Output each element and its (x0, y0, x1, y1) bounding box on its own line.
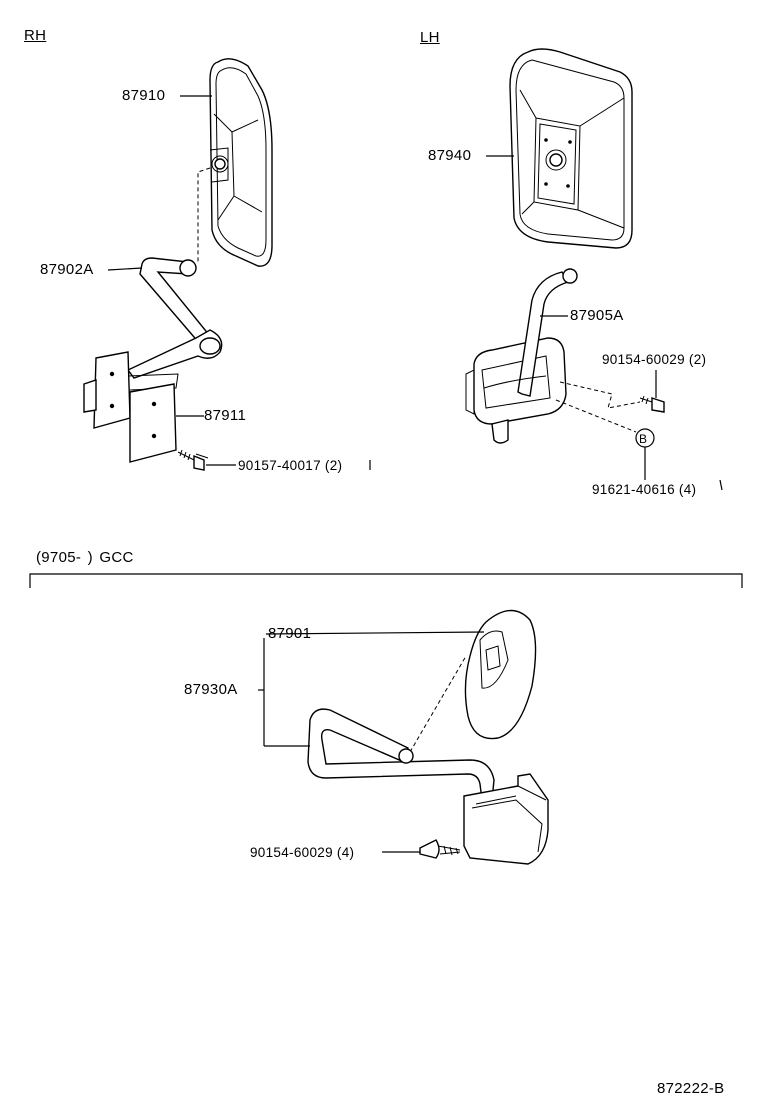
lh-mirror-head-87940 (509, 48, 633, 249)
part-label-90157-40017: 90157-40017 (2) (238, 458, 343, 473)
figure-id: 872222-B (657, 1080, 725, 1097)
gcc-dashed-line (409, 655, 467, 753)
part-label-90154-60029-gcc: 90154-60029 (4) (250, 845, 355, 860)
lh-dashed-line-lower (555, 399, 637, 433)
rh-stay-87902A (126, 257, 223, 379)
rh-assembly-dashed-line (197, 167, 211, 262)
rh-bolt-90157 (177, 449, 209, 471)
part-label-91621-40616: 91621-40616 (4) (592, 482, 697, 497)
part-label-87910: 87910 (122, 87, 166, 104)
lh-dashed-line-upper (559, 381, 641, 409)
lh-bolt-90154 (639, 395, 665, 413)
part-label-87901: 87901 (268, 625, 312, 642)
part-label-87930a: 87930A (184, 681, 238, 698)
part-label-87940: 87940 (428, 147, 472, 164)
section-label-rh: RH (24, 27, 47, 44)
part-label-87911: 87911 (204, 407, 247, 424)
section-label-lh: LH (420, 29, 440, 46)
rh-bracket-87911 (83, 351, 179, 463)
part-label-87905a: 87905A (570, 307, 624, 324)
gcc-mirror-head-87901 (464, 609, 537, 740)
gcc-section-divider (29, 573, 743, 588)
gcc-bolt-90154 (419, 839, 461, 859)
part-label-90154-60029-lh: 90154-60029 (2) (602, 352, 707, 367)
lh-stay-87905A (465, 268, 578, 444)
gcc-stay-87930A (307, 708, 495, 801)
section-label-gcc: (9705- ) GCC (36, 549, 134, 566)
rh-mirror-head-87910 (209, 58, 273, 267)
gcc-base (463, 773, 549, 865)
callout-b: B (639, 432, 648, 446)
part-label-87902a: 87902A (40, 261, 94, 278)
